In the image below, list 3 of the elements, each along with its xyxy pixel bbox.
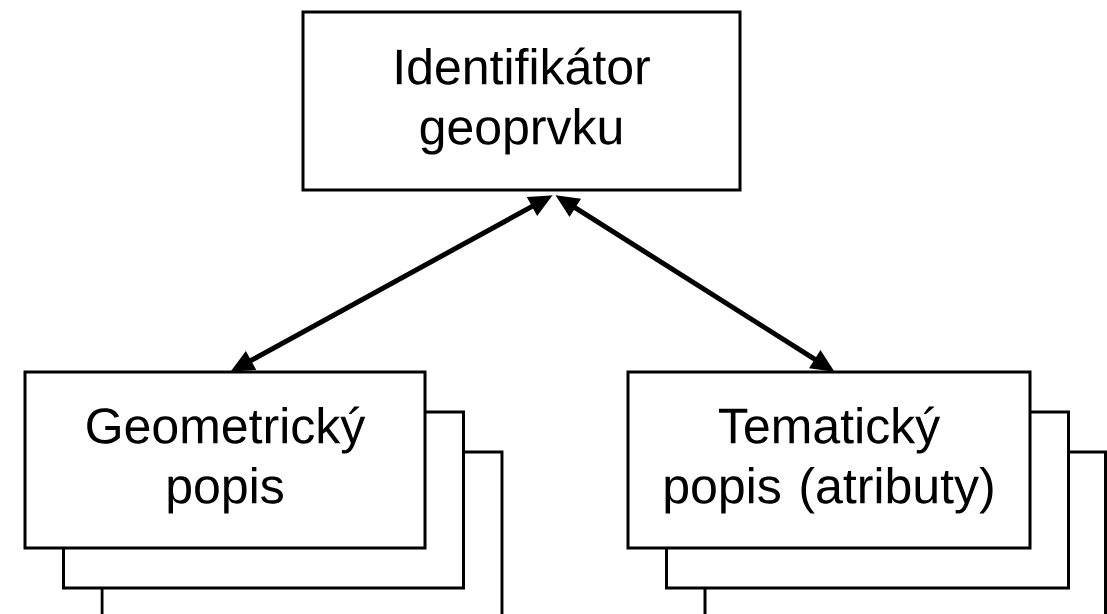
stacked-box: Geometrický popis	[23, 370, 504, 614]
stacked-box: Tematický popis (atributy)	[626, 370, 1107, 614]
process-box: Identifikátor geoprvku	[301, 10, 742, 192]
